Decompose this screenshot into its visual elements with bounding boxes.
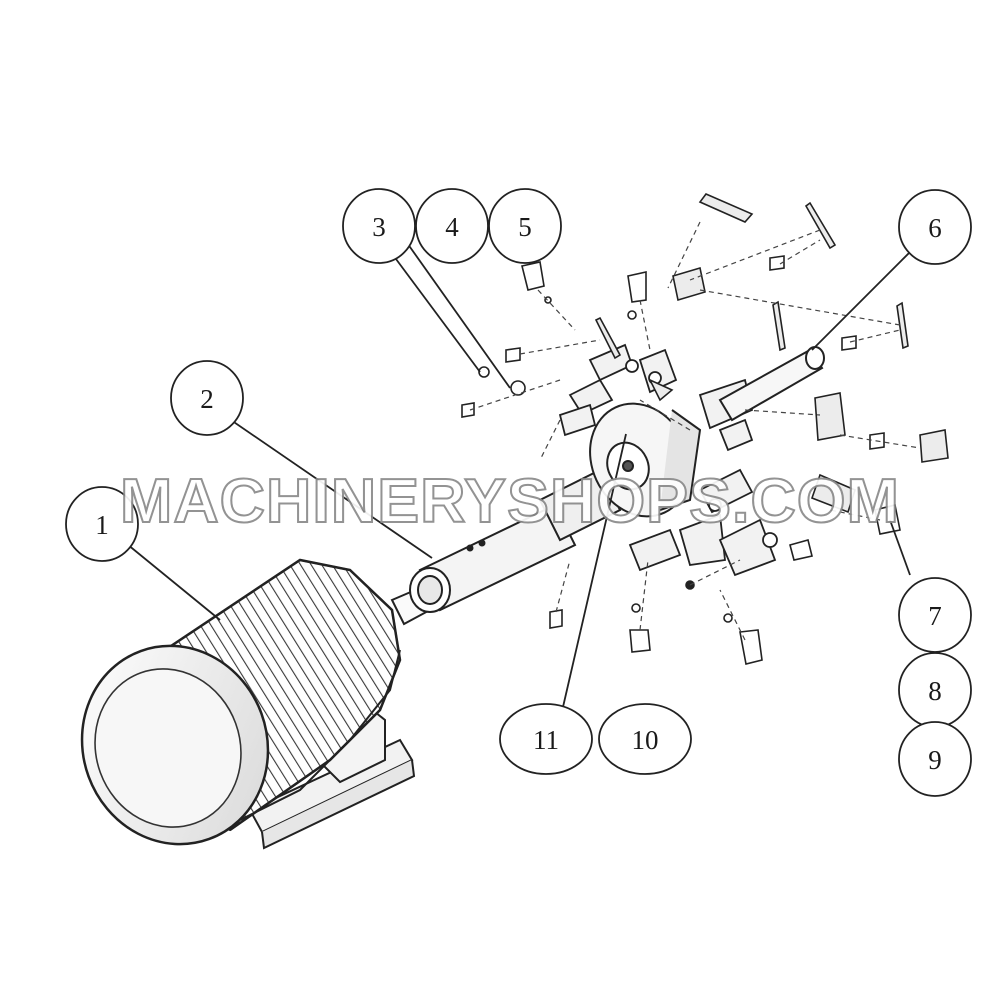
- long-bolt: [718, 346, 825, 422]
- callout-5: 5: [488, 188, 562, 264]
- callout-label-2: 2: [200, 384, 214, 414]
- callout-label-11: 11: [533, 725, 559, 755]
- callout-1: 1: [65, 486, 139, 562]
- electric-motor: [80, 558, 432, 850]
- callout-8: 8: [898, 652, 972, 728]
- assembly-guides: [469, 221, 921, 641]
- callout-label-7: 7: [928, 601, 942, 631]
- knife-plates: [594, 193, 949, 514]
- callout-9: 9: [898, 721, 972, 797]
- watermark: MACHINERYSHOPS.COM: [120, 467, 900, 536]
- callout-10: 10: [598, 703, 692, 775]
- callout-11: 11: [499, 703, 593, 775]
- callout-label-8: 8: [928, 676, 942, 706]
- blade-holders: [558, 343, 778, 577]
- callout-label-6: 6: [928, 213, 942, 243]
- callout-3: 3: [342, 188, 416, 264]
- callout-6: 6: [898, 189, 972, 265]
- callout-label-9: 9: [928, 745, 942, 775]
- callout-7: 7: [898, 577, 972, 653]
- callout-label-3: 3: [372, 212, 386, 242]
- callout-label-1: 1: [95, 510, 109, 540]
- callout-label-5: 5: [518, 212, 532, 242]
- callout-label-4: 4: [445, 212, 459, 242]
- rotor-hub: [589, 402, 702, 518]
- leader-lines: [121, 239, 913, 708]
- callout-2: 2: [170, 360, 244, 436]
- callout-4: 4: [415, 188, 489, 264]
- callout-label-10: 10: [632, 725, 659, 755]
